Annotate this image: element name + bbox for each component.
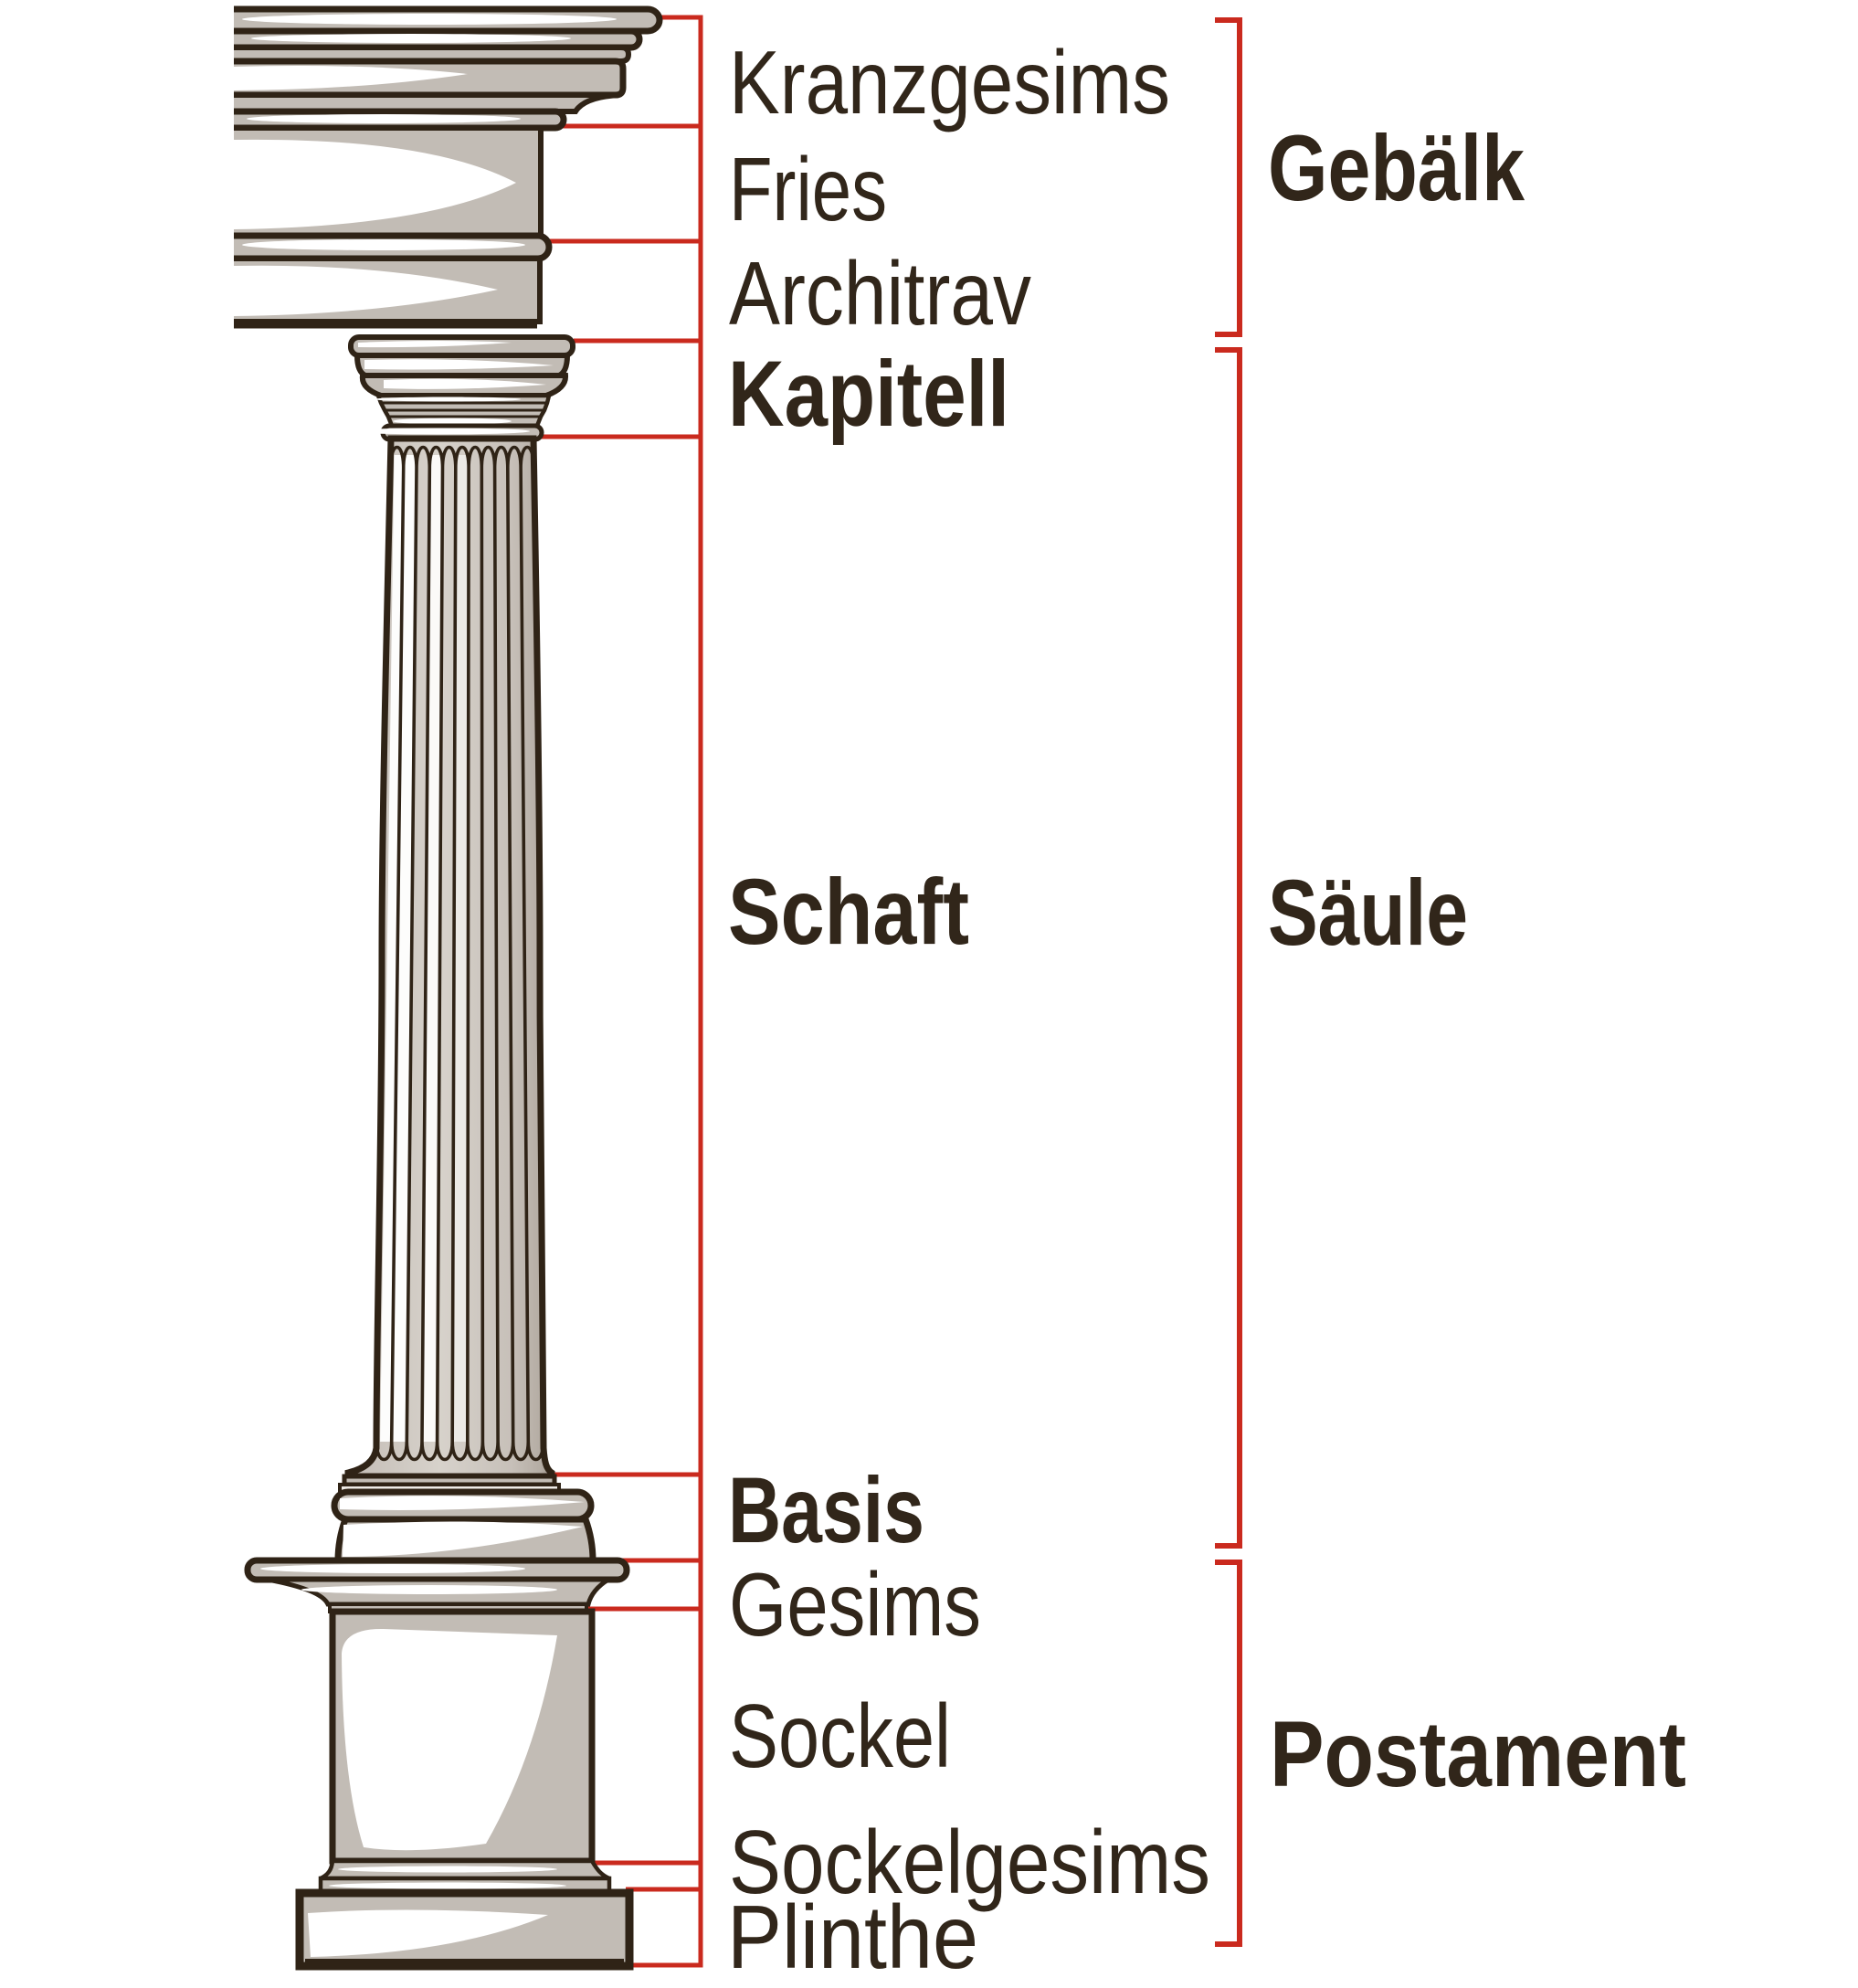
svg-text:Architrav: Architrav bbox=[729, 243, 1031, 344]
svg-text:Kranzgesims: Kranzgesims bbox=[729, 32, 1170, 132]
svg-text:Gesims: Gesims bbox=[729, 1554, 981, 1655]
svg-text:Säule: Säule bbox=[1268, 861, 1468, 965]
svg-text:Fries: Fries bbox=[729, 139, 887, 239]
svg-text:Sockel: Sockel bbox=[729, 1686, 951, 1786]
svg-text:Schaft: Schaft bbox=[728, 860, 969, 964]
svg-text:Plinthe: Plinthe bbox=[727, 1887, 978, 1987]
svg-text:Kapitell: Kapitell bbox=[728, 342, 1009, 446]
svg-text:Postament: Postament bbox=[1270, 1702, 1686, 1806]
svg-text:Basis: Basis bbox=[728, 1458, 924, 1562]
svg-text:Gebälk: Gebälk bbox=[1268, 116, 1525, 220]
svg-text:Sockelgesims: Sockelgesims bbox=[729, 1812, 1210, 1912]
